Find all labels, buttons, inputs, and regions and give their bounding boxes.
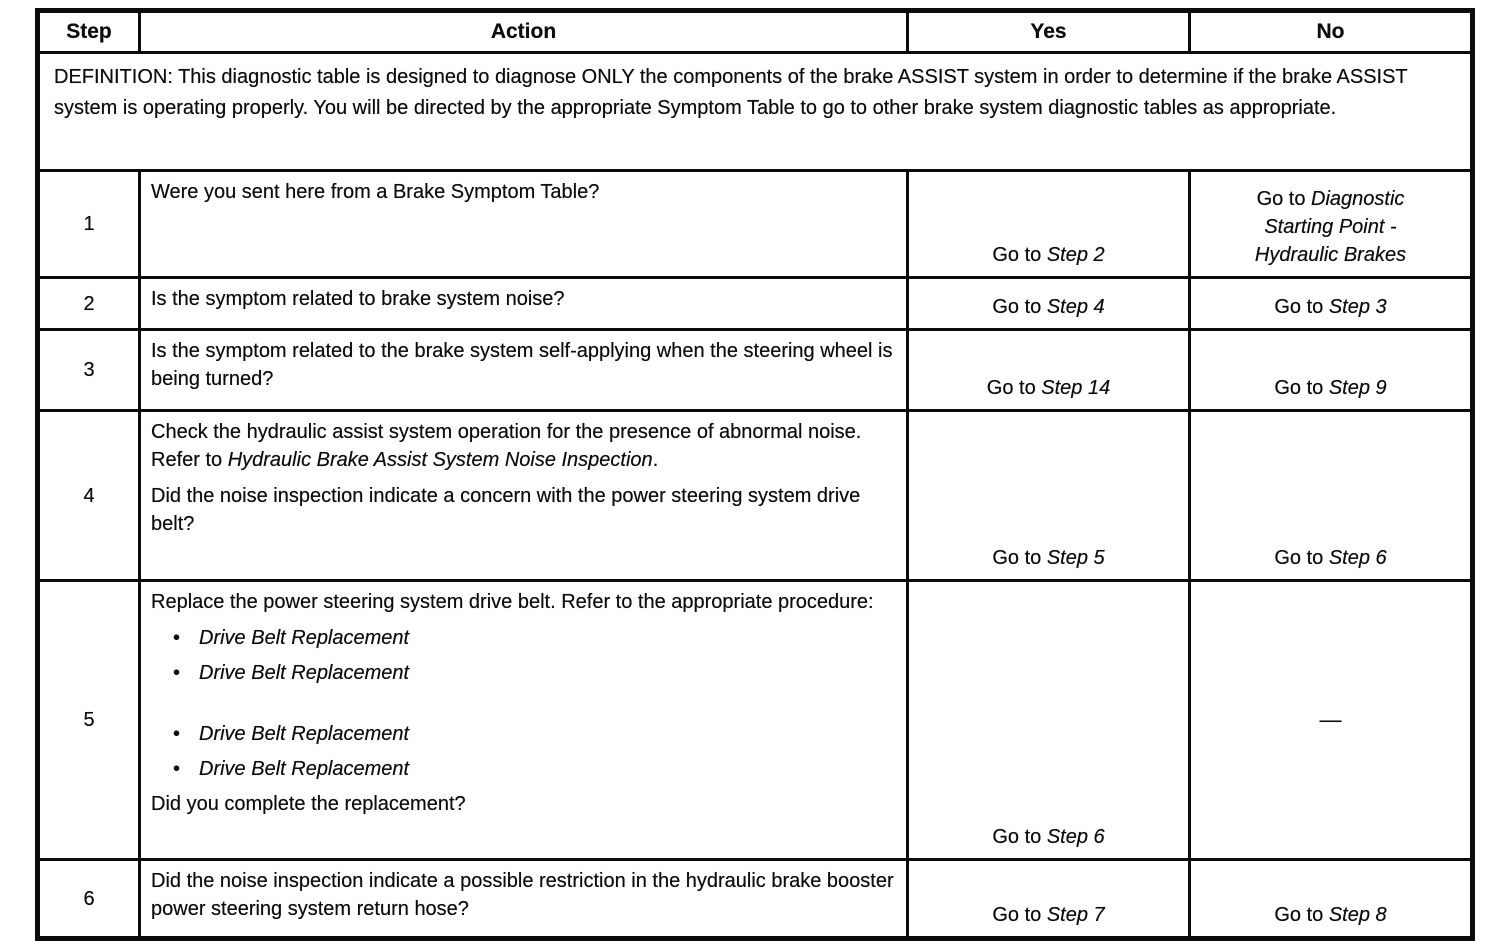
- goto-prefix: Go to: [992, 296, 1047, 318]
- goto-prefix: Go to: [992, 826, 1047, 848]
- header-step: Step: [36, 9, 141, 54]
- bullet-item: Drive Belt Replacement: [173, 720, 894, 748]
- action-instruction: Replace the power steering system drive …: [151, 591, 874, 613]
- step-number: 5: [36, 579, 141, 861]
- table-row: 4 Check the hydraulic assist system oper…: [36, 409, 1474, 582]
- goto-reference: Go to Step 9: [1199, 374, 1462, 402]
- goto-target: Step 3: [1328, 296, 1387, 318]
- procedure-reference: Hydraulic Brake Assist System Noise Insp…: [227, 449, 653, 471]
- action-cell: Were you sent here from a Brake Symptom …: [138, 169, 909, 279]
- goto-target: Step 14: [1041, 377, 1111, 399]
- table-row: 1 Were you sent here from a Brake Sympto…: [36, 169, 1474, 279]
- goto-target: Step 4: [1046, 296, 1105, 318]
- yes-cell: Go to Step 2: [906, 169, 1191, 279]
- goto-reference: Go to Step 4: [917, 293, 1180, 321]
- goto-target: Step 2: [1046, 244, 1105, 266]
- goto-target: Step 9: [1328, 377, 1387, 399]
- action-question: Were you sent here from a Brake Symptom …: [151, 181, 600, 203]
- no-cell: Go to Step 8: [1188, 858, 1474, 940]
- no-cell: Go to Step 6: [1188, 409, 1474, 582]
- step-number: 3: [36, 328, 141, 412]
- table-row: 5 Replace the power steering system driv…: [36, 579, 1474, 861]
- goto-target: Step 6: [1328, 547, 1387, 569]
- yes-cell: Go to Step 7: [906, 858, 1191, 940]
- no-cell: Go to Diagnostic Starting Point - Hydrau…: [1188, 169, 1474, 279]
- table-header-row: Step Action Yes No: [36, 9, 1474, 54]
- action-cell: Check the hydraulic assist system operat…: [138, 409, 909, 582]
- goto-reference: Go to Step 7: [917, 901, 1180, 929]
- no-cell: —: [1188, 579, 1474, 861]
- goto-prefix: Go to: [986, 377, 1042, 399]
- action-question: Is the symptom related to the brake syst…: [151, 340, 893, 390]
- goto-prefix: Go to: [1274, 296, 1329, 318]
- step-number: 2: [36, 276, 141, 331]
- goto-reference: Go to Step 8: [1199, 901, 1462, 929]
- em-dash: —: [1319, 707, 1342, 732]
- step-number: 6: [36, 858, 141, 940]
- table-row: 6 Did the noise inspection indicate a po…: [36, 858, 1474, 940]
- definition-row: DEFINITION: This diagnostic table is des…: [36, 51, 1474, 172]
- yes-cell: Go to Step 4: [906, 276, 1191, 331]
- goto-reference: Go to Step 6: [917, 823, 1180, 851]
- action-cell: Is the symptom related to brake system n…: [138, 276, 909, 331]
- bullet-item: Drive Belt Replacement: [173, 659, 894, 687]
- goto-reference: Go to Step 2: [917, 241, 1180, 269]
- yes-cell: Go to Step 5: [906, 409, 1191, 582]
- header-action: Action: [138, 9, 909, 54]
- action-cell: Is the symptom related to the brake syst…: [138, 328, 909, 412]
- goto-prefix: Go to: [992, 244, 1047, 266]
- goto-reference: Go to Step 5: [917, 544, 1180, 572]
- action-cell: Replace the power steering system drive …: [138, 579, 909, 861]
- header-yes: Yes: [906, 9, 1191, 54]
- goto-target: Diagnostic Starting Point - Hydraulic Br…: [1254, 188, 1407, 266]
- goto-prefix: Go to: [1274, 377, 1329, 399]
- scanned-page: Step Action Yes No DEFINITION: This diag…: [0, 8, 1504, 941]
- action-cell: Did the noise inspection indicate a poss…: [138, 858, 909, 940]
- bullet-item: Drive Belt Replacement: [173, 624, 894, 652]
- yes-cell: Go to Step 14: [906, 328, 1191, 412]
- goto-reference: Go to Step 3: [1199, 293, 1462, 321]
- goto-target: Step 8: [1328, 904, 1387, 926]
- goto-prefix: Go to: [992, 904, 1047, 926]
- instruction-text: Check the hydraulic assist system operat…: [151, 421, 862, 471]
- goto-prefix: Go to: [1274, 904, 1329, 926]
- no-cell: Go to Step 3: [1188, 276, 1474, 331]
- yes-cell: Go to Step 6: [906, 579, 1191, 861]
- definition-text: DEFINITION: This diagnostic table is des…: [36, 51, 1474, 172]
- action-question: Did the noise inspection indicate a poss…: [151, 870, 894, 920]
- goto-reference: Go to Step 14: [917, 374, 1180, 402]
- action-question: Did you complete the replacement?: [151, 793, 466, 815]
- goto-target: Step 6: [1046, 826, 1105, 848]
- action-question: Is the symptom related to brake system n…: [151, 288, 565, 310]
- goto-prefix: Go to: [1256, 188, 1312, 210]
- instruction-text: .: [652, 449, 659, 471]
- step-number: 1: [36, 169, 141, 279]
- action-instruction: Check the hydraulic assist system operat…: [151, 418, 894, 474]
- step-number: 4: [36, 409, 141, 582]
- goto-target: Step 7: [1046, 904, 1105, 926]
- goto-target: Step 5: [1046, 547, 1105, 569]
- table-row: 3 Is the symptom related to the brake sy…: [36, 328, 1474, 412]
- goto-prefix: Go to: [992, 547, 1047, 569]
- goto-reference: Go to Diagnostic Starting Point - Hydrau…: [1223, 185, 1438, 269]
- goto-reference: Go to Step 6: [1199, 544, 1462, 572]
- diagnostic-table: Step Action Yes No DEFINITION: This diag…: [35, 8, 1475, 941]
- bullet-item: Drive Belt Replacement: [173, 755, 894, 783]
- action-question: Did the noise inspection indicate a conc…: [151, 485, 861, 535]
- no-cell: Go to Step 9: [1188, 328, 1474, 412]
- header-no: No: [1188, 9, 1474, 54]
- table-row: 2 Is the symptom related to brake system…: [36, 276, 1474, 331]
- goto-prefix: Go to: [1274, 547, 1329, 569]
